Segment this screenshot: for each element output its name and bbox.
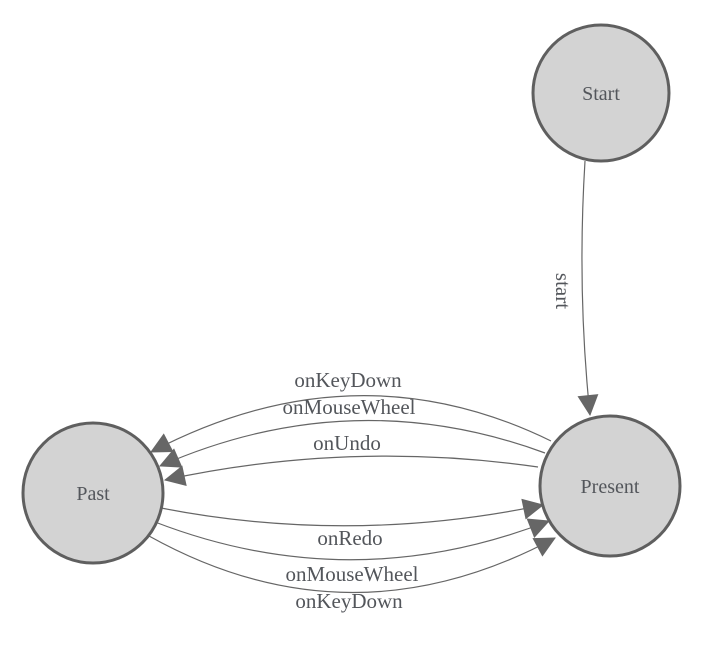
edge-past-to-present-onredo <box>160 498 545 527</box>
node-past-label: Past <box>76 483 110 505</box>
edge-past-to-present-onmousewheel <box>154 518 550 561</box>
edge-present-to-past-onundo <box>163 455 539 487</box>
edge-label-start: start <box>551 273 575 309</box>
edge-present-to-past-onmousewheel <box>159 419 546 468</box>
node-past-circle <box>21 421 165 565</box>
edge-present-to-past-onkeydown <box>150 395 552 453</box>
edge-start-to-present <box>577 160 599 417</box>
node-start-label: Start <box>582 83 620 105</box>
edge-past-to-present-onkeydown <box>148 535 556 594</box>
edge-label-onkeydown-top: onKeyDown <box>294 368 402 392</box>
node-present-label: Present <box>581 476 640 498</box>
edge-label-onundo: onUndo <box>313 431 381 455</box>
node-start-circle <box>531 23 671 163</box>
node-present-circle <box>538 414 682 558</box>
edges <box>148 160 599 594</box>
node-present: Present <box>538 414 682 558</box>
edge-label-onkeydown-bottom: onKeyDown <box>295 589 403 613</box>
edge-labels: start onKeyDown onMouseWheel onUndo onRe… <box>283 273 575 613</box>
node-start: Start <box>531 23 671 163</box>
node-past: Past <box>21 421 165 565</box>
edge-label-onredo: onRedo <box>317 526 382 550</box>
edge-label-onmousewheel-top: onMouseWheel <box>283 395 416 419</box>
edge-label-onmousewheel-bottom: onMouseWheel <box>286 562 419 586</box>
